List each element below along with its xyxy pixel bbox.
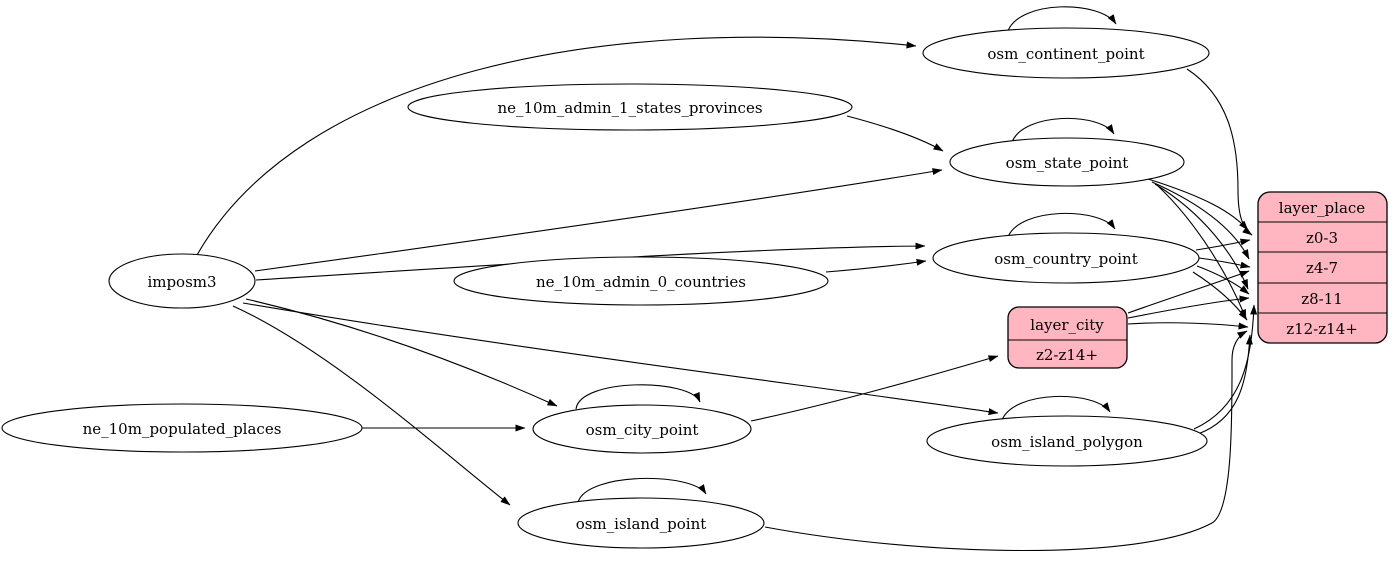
edge-osm-state-point-to-layer-place-z4-7 <box>1151 181 1250 260</box>
edge-layer-city-to-layer-place-z4-7 <box>1127 270 1250 314</box>
self-loop-osm-state-point <box>1011 117 1115 143</box>
node-osm-state-point: osm_state_point <box>949 137 1185 187</box>
osm-country-point-label: osm_country_point <box>994 250 1138 268</box>
self-loop-osm-island-point <box>577 477 707 503</box>
ne-admin0-shape <box>453 256 829 306</box>
edges <box>196 6 1258 552</box>
osm-state-point-label: osm_state_point <box>1006 154 1129 172</box>
ne-populated-shape <box>1 403 363 453</box>
edge-layer-city-to-layer-place-z12-z14 <box>1127 322 1249 330</box>
edge-osm-island-polygon-to-layer-place-z8-11 <box>1193 304 1258 430</box>
edge-imposm3-to-osm-state-point <box>254 168 943 272</box>
node-ne-10m-populated-places: ne_10m_populated_places <box>1 403 363 453</box>
osm-continent-point-label: osm_continent_point <box>987 45 1144 63</box>
osm-country-point-shape <box>932 232 1200 284</box>
edge-imposm3-to-osm-island-polygon <box>242 302 999 416</box>
layer-place-title: layer_place <box>1279 199 1366 217</box>
edge-osm-country-point-to-layer-place-z0-3 <box>1195 238 1251 251</box>
osm-island-point-label: osm_island_point <box>576 515 707 533</box>
imposm3-shape <box>108 253 256 309</box>
layer-place-row-z12-z14: z12-z14+ <box>1286 320 1358 338</box>
edge-imposm3-to-osm-continent-point <box>196 36 917 256</box>
layer-place-row-z0-3: z0-3 <box>1306 229 1338 247</box>
node-osm-island-polygon: osm_island_polygon <box>926 415 1208 467</box>
ne-populated-label: ne_10m_populated_places <box>83 420 282 438</box>
self-loop-osm-island-polygon <box>1001 395 1111 421</box>
ne-admin0-label: ne_10m_admin_0_countries <box>536 273 746 291</box>
node-osm-country-point: osm_country_point <box>932 232 1200 284</box>
osm-island-polygon-label: osm_island_polygon <box>991 433 1143 451</box>
layer-place-box <box>1257 191 1388 344</box>
edge-osm-island-polygon-to-layer-place-z12-z14 <box>1197 334 1253 435</box>
osm-continent-point-shape <box>922 27 1210 79</box>
edge-osm-continent-point-to-layer-place-z0-3 <box>1186 68 1253 236</box>
edge-imposm3-to-osm-city-point <box>245 298 558 407</box>
node-osm-island-point: osm_island_point <box>517 497 765 549</box>
record-layer-city: layer_city z2-z14+ <box>1007 306 1128 369</box>
layer-place-row-z8-11: z8-11 <box>1301 290 1343 308</box>
osm-city-point-label: osm_city_point <box>586 421 699 439</box>
edge-ne-admin1-to-osm-state-point <box>846 115 944 152</box>
edge-osm-state-point-to-layer-place-z12-z14 <box>1157 185 1247 320</box>
edge-osm-state-point-to-layer-place-z0-3 <box>1147 178 1249 231</box>
edge-imposm3-to-osm-island-point <box>232 305 511 506</box>
layer-city-row-z2-z14: z2-z14+ <box>1036 346 1098 364</box>
edge-ne-admin0-to-osm-country-point <box>825 258 927 273</box>
osm-state-point-shape <box>949 137 1185 187</box>
node-imposm3: imposm3 <box>108 253 256 309</box>
edge-osm-country-point-to-layer-place-z4-7 <box>1198 257 1251 269</box>
self-loop-osm-city-point <box>575 384 701 410</box>
layer-city-title: layer_city <box>1030 316 1104 334</box>
imposm3-label: imposm3 <box>147 273 216 291</box>
node-ne-10m-admin-1-states-provinces: ne_10m_admin_1_states_provinces <box>407 83 853 131</box>
ne-admin1-label: ne_10m_admin_1_states_provinces <box>497 99 762 117</box>
ne-admin1-shape <box>407 83 853 131</box>
osm-island-point-shape <box>517 497 765 549</box>
edge-osm-island-point-to-layer-place-z12-z14 <box>764 330 1248 552</box>
edge-osm-city-point-to-layer-city-z2-z14 <box>750 355 999 422</box>
self-loop-osm-country-point <box>1007 212 1116 238</box>
layer-city-box <box>1007 306 1128 369</box>
edge-osm-country-point-to-layer-place-z12-z14 <box>1192 271 1248 321</box>
osm-city-point-shape <box>532 404 752 454</box>
record-layer-place: layer_place z0-3 z4-7 z8-11 z12-z14+ <box>1257 191 1388 344</box>
node-ne-10m-admin-0-countries: ne_10m_admin_0_countries <box>453 256 829 306</box>
edge-osm-country-point-to-layer-place-z8-11 <box>1196 265 1250 295</box>
node-osm-continent-point: osm_continent_point <box>922 27 1210 79</box>
layer-place-row-z4-7: z4-7 <box>1306 259 1338 277</box>
node-osm-city-point: osm_city_point <box>532 404 752 454</box>
self-loop-osm-continent-point <box>1007 6 1117 32</box>
osm-island-polygon-shape <box>926 415 1208 467</box>
edge-layer-city-to-layer-place-z8-11 <box>1127 295 1250 319</box>
